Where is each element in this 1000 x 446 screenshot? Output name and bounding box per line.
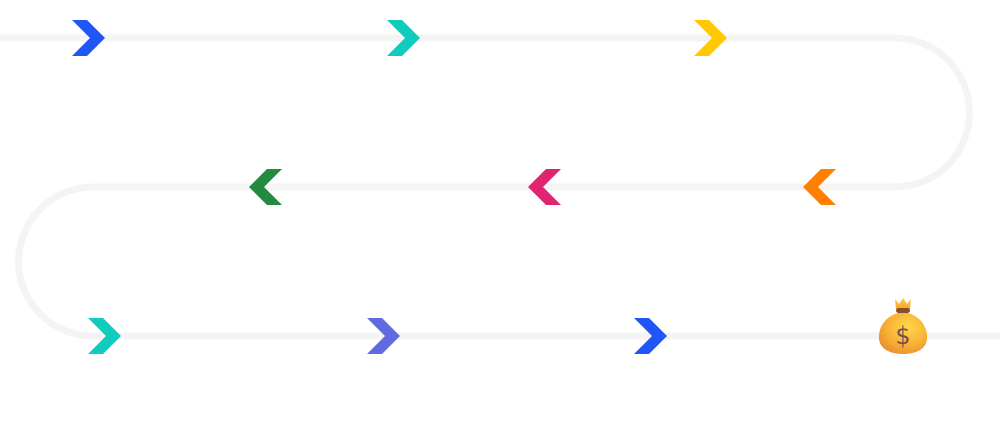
chevron-right-icon — [88, 318, 121, 354]
bag-body — [878, 313, 928, 354]
bag-tie — [896, 308, 910, 313]
chevron-right-icon — [72, 20, 105, 56]
chevron-right-icon — [694, 20, 727, 56]
money-bag-icon: $ — [878, 298, 928, 354]
chevron-right-icon — [634, 318, 667, 354]
track-path — [0, 34, 1000, 340]
chevron-right-icon — [367, 318, 400, 354]
chevron-left-icon — [528, 169, 561, 205]
chevron-left-icon — [803, 169, 836, 205]
dollar-sign: $ — [895, 322, 910, 350]
bag-top — [895, 298, 911, 309]
chevron-left-icon — [249, 169, 282, 205]
chevron-right-icon — [387, 20, 420, 56]
